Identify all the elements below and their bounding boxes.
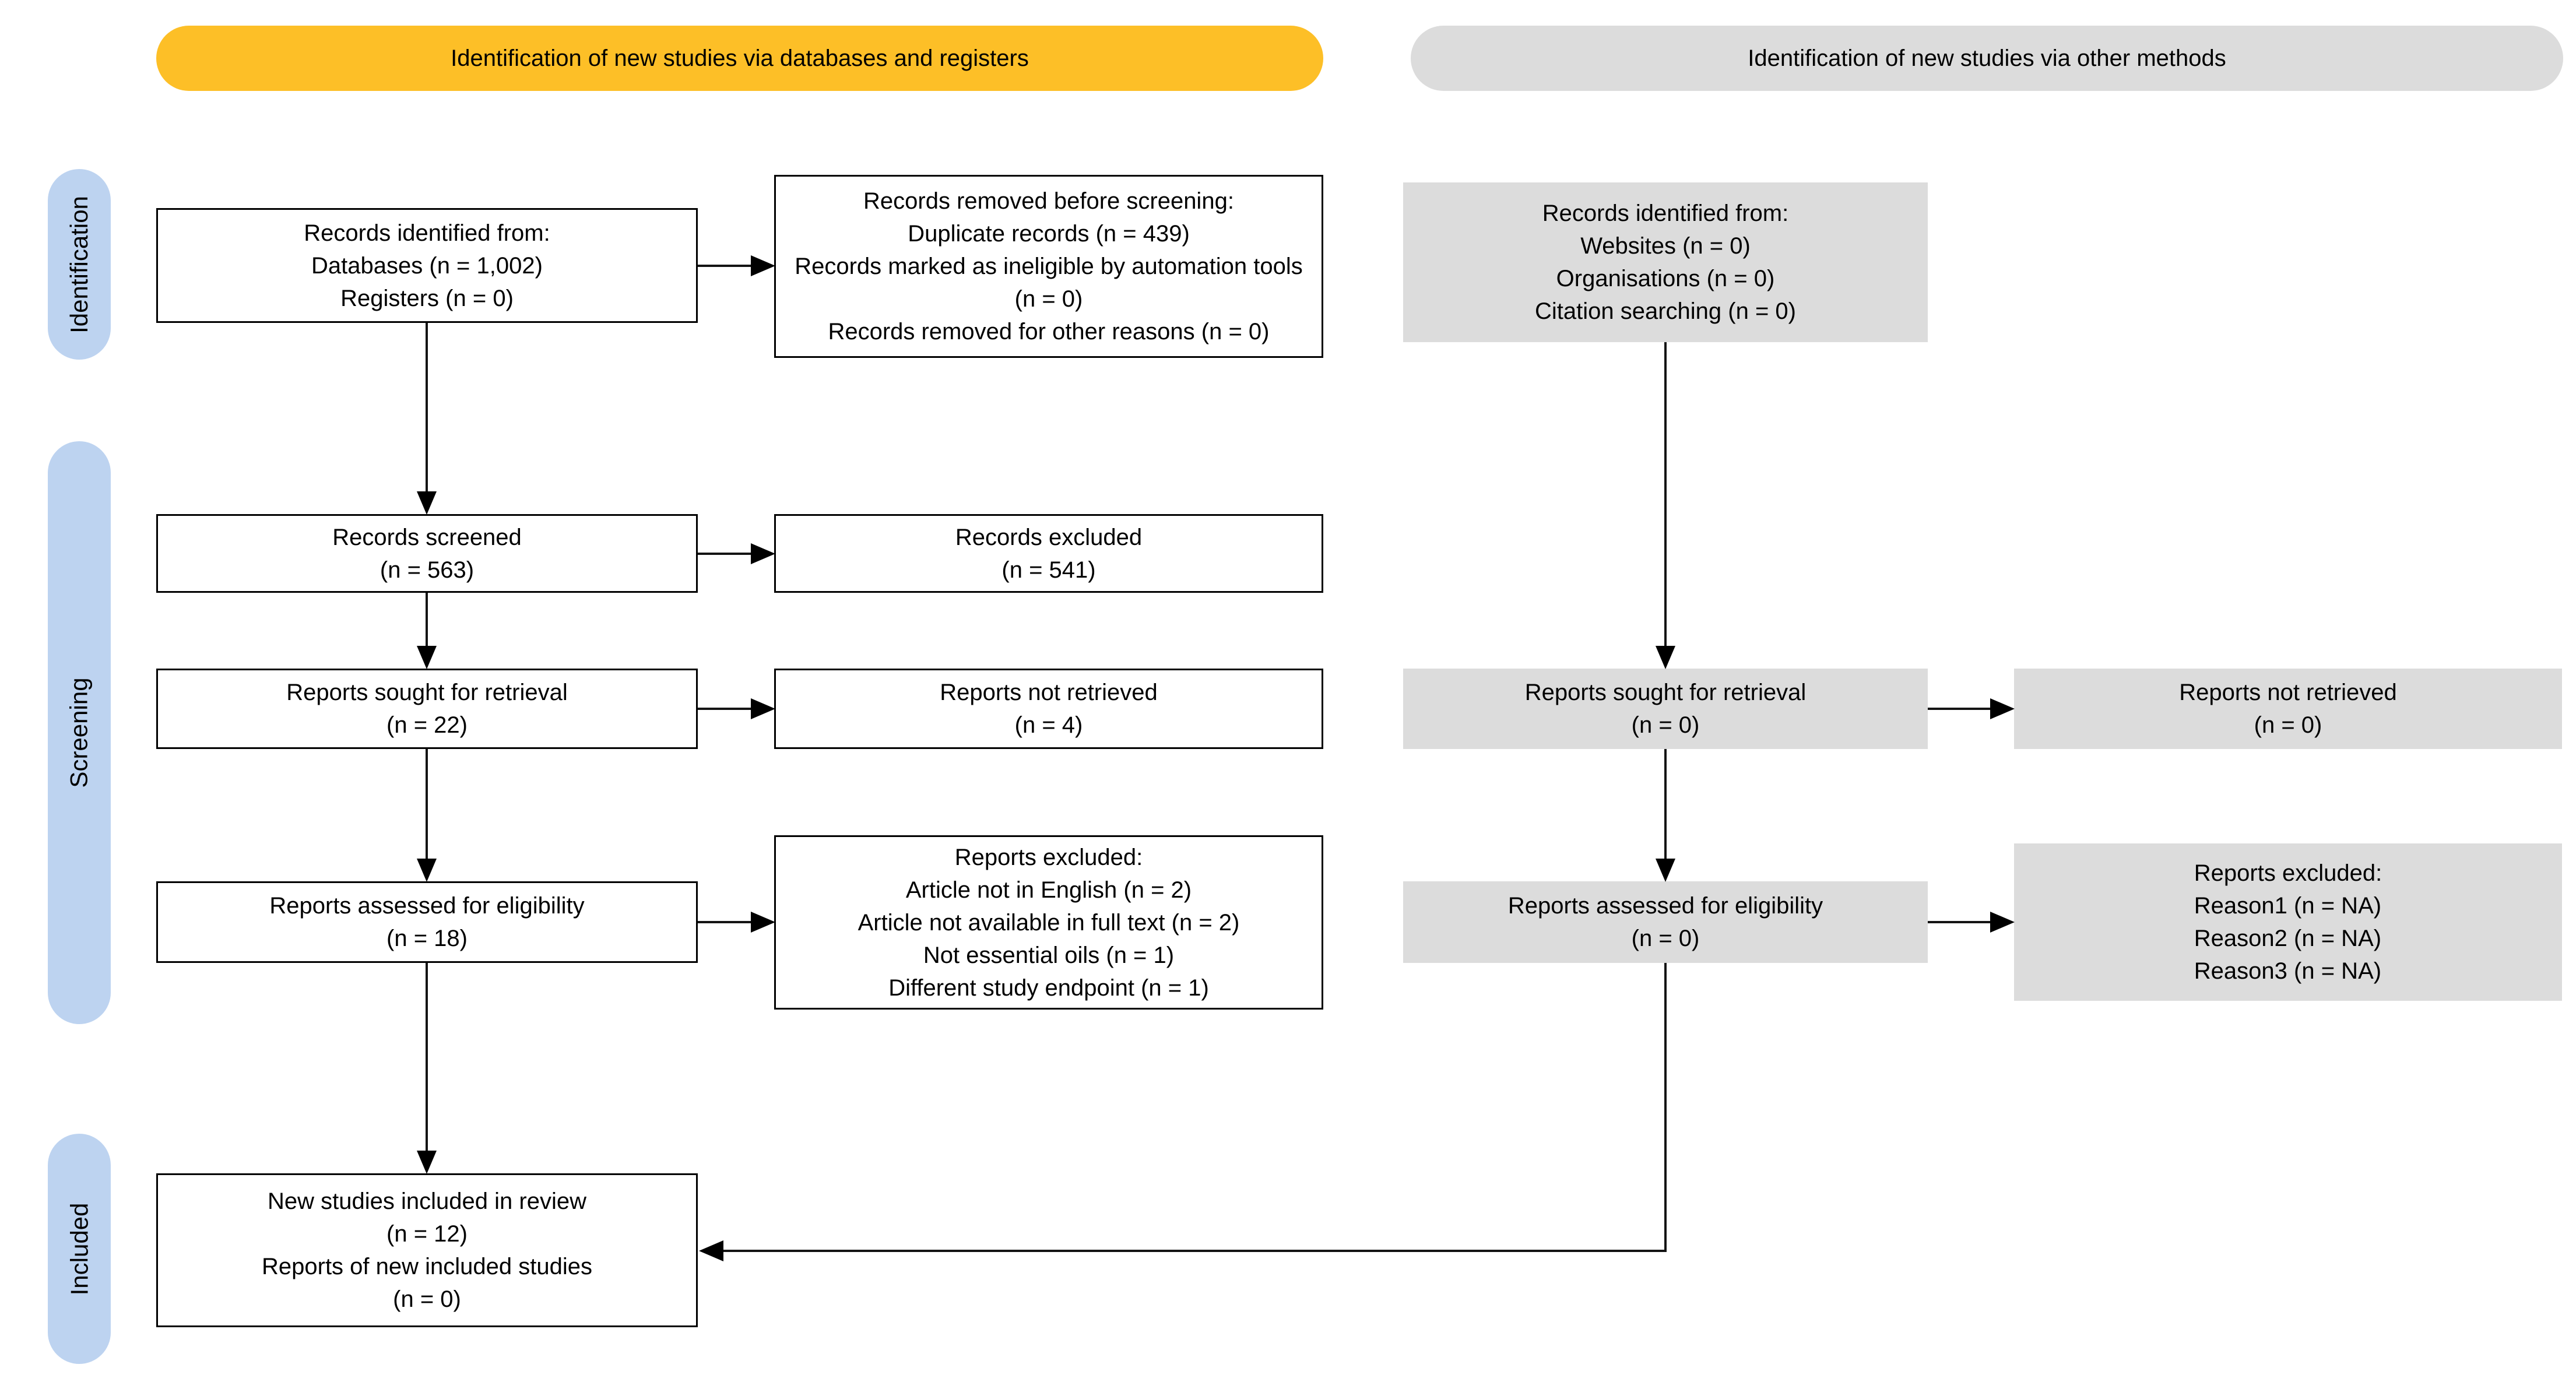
box-line: Not essential oils (n = 1): [923, 942, 1175, 968]
connector-assessed-to-excluded: [698, 921, 751, 923]
box-line: Reports of new included studies: [262, 1254, 592, 1279]
arrowhead-left-icon: [699, 1240, 723, 1261]
box-line: Reports assessed for eligibility: [1507, 893, 1823, 919]
box-line: Organisations (n = 0): [1556, 266, 1775, 291]
box-records-identified-databases: Records identified from: Databases (n = …: [156, 208, 698, 323]
arrowhead-right-icon: [751, 912, 775, 933]
connector-assessed-other-down: [1664, 963, 1667, 1252]
arrowhead-down-icon: [417, 1151, 437, 1174]
connector-identified-to-removed: [698, 265, 751, 267]
box-line: Reports not retrieved: [940, 680, 1158, 705]
stage-included: Included: [48, 1134, 111, 1364]
box-reports-assessed-other: Reports assessed for eligibility (n = 0): [1403, 881, 1928, 963]
box-line: Records identified from:: [304, 220, 550, 246]
box-line: Reason1 (n = NA): [2194, 893, 2382, 919]
box-line: Duplicate records (n = 439): [908, 221, 1190, 247]
box-line: Different study endpoint (n = 1): [888, 975, 1209, 1001]
box-records-excluded: Records excluded (n = 541): [774, 514, 1323, 593]
box-line: Registers (n = 0): [340, 285, 514, 311]
box-line: Records screened: [332, 524, 522, 550]
box-line: Records removed before screening:: [863, 188, 1234, 214]
box-records-identified-other: Records identified from: Websites (n = 0…: [1403, 182, 1928, 342]
box-line: Reports sought for retrieval: [1524, 680, 1807, 705]
connector-sought-other-to-not-retrieved-other: [1928, 708, 1991, 710]
box-line: Reason3 (n = NA): [2194, 958, 2382, 984]
stage-identification-label: Identification: [65, 195, 93, 333]
box-line: Reports excluded:: [2194, 860, 2382, 886]
connector-identified-other-to-sought-other: [1664, 342, 1667, 647]
box-reports-sought: Reports sought for retrieval (n = 22): [156, 669, 698, 749]
box-line: Records excluded: [955, 524, 1143, 550]
connector-assessed-other-to-excluded-other: [1928, 921, 1991, 923]
connector-other-methods-to-included: [721, 1250, 1667, 1252]
arrowhead-down-icon: [1656, 859, 1675, 882]
box-reports-not-retrieved: Reports not retrieved (n = 4): [774, 669, 1323, 749]
box-line: Records removed for other reasons (n = 0…: [828, 319, 1270, 344]
box-line: (n = 0): [1631, 712, 1700, 738]
arrowhead-right-icon: [751, 255, 775, 276]
connector-identified-to-screened: [426, 323, 428, 494]
stage-included-label: Included: [65, 1202, 93, 1295]
box-reports-sought-other: Reports sought for retrieval (n = 0): [1403, 669, 1928, 749]
stage-screening-label: Screening: [65, 677, 93, 788]
box-new-studies-included: New studies included in review (n = 12) …: [156, 1173, 698, 1327]
box-line: (n = 563): [379, 557, 475, 583]
stage-identification: Identification: [48, 169, 111, 360]
arrowhead-right-icon: [1990, 698, 2015, 719]
box-line: (n = 541): [1001, 557, 1096, 583]
box-line: (n = 22): [386, 712, 468, 738]
box-line: (n = 4): [1014, 712, 1083, 738]
box-reports-not-retrieved-other: Reports not retrieved (n = 0): [2014, 669, 2562, 749]
box-records-screened: Records screened (n = 563): [156, 514, 698, 593]
box-line: Article not in English (n = 2): [905, 877, 1192, 903]
box-line: (n = 0): [2254, 712, 2322, 738]
box-line: Websites (n = 0): [1580, 233, 1751, 259]
connector-assessed-to-included: [426, 963, 428, 1152]
box-text-block: Reports excluded: Reason1 (n = NA) Reaso…: [2194, 857, 2382, 987]
header-other-methods-label: Identification of new studies via other …: [1748, 45, 2226, 71]
box-line: Records identified from:: [1542, 201, 1789, 226]
box-line: (n = 18): [386, 926, 468, 951]
box-line: Records marked as ineligible by automati…: [795, 254, 1303, 312]
box-line: Reports assessed for eligibility: [269, 893, 585, 919]
box-line: Reports sought for retrieval: [286, 680, 568, 705]
connector-sought-other-to-assessed-other: [1664, 749, 1667, 860]
box-line: Article not available in full text (n = …: [858, 909, 1240, 936]
arrowhead-down-icon: [417, 859, 437, 882]
connector-sought-to-assessed: [426, 749, 428, 860]
box-reports-assessed: Reports assessed for eligibility (n = 18…: [156, 881, 698, 963]
header-databases-registers: Identification of new studies via databa…: [156, 26, 1323, 91]
box-records-removed-before-screening: Records removed before screening: Duplic…: [774, 175, 1323, 358]
arrowhead-down-icon: [1656, 646, 1675, 669]
box-line: Citation searching (n = 0): [1534, 298, 1796, 324]
connector-sought-to-not-retrieved: [698, 708, 751, 710]
stage-screening: Screening: [48, 441, 111, 1024]
box-line: Reports excluded:: [954, 844, 1143, 870]
arrowhead-right-icon: [1990, 912, 2015, 933]
box-reports-excluded-other: Reports excluded: Reason1 (n = NA) Reaso…: [2014, 843, 2562, 1001]
box-line: (n = 0): [1631, 926, 1700, 951]
header-other-methods: Identification of new studies via other …: [1411, 26, 2563, 91]
arrowhead-down-icon: [417, 646, 437, 669]
box-line: Reason2 (n = NA): [2194, 926, 2382, 951]
box-line: Reports not retrieved: [2179, 680, 2397, 705]
connector-screened-to-sought: [426, 593, 428, 647]
connector-screened-to-excluded: [698, 553, 751, 555]
arrowhead-right-icon: [751, 698, 775, 719]
arrowhead-down-icon: [417, 491, 437, 515]
arrowhead-right-icon: [751, 543, 775, 564]
box-line: (n = 0): [393, 1286, 461, 1312]
box-line: Databases (n = 1,002): [311, 252, 543, 279]
header-databases-registers-label: Identification of new studies via databa…: [451, 45, 1029, 71]
box-line: New studies included in review: [268, 1188, 586, 1214]
box-reports-excluded-reasons: Reports excluded: Article not in English…: [774, 835, 1323, 1010]
box-line: (n = 12): [386, 1221, 468, 1247]
